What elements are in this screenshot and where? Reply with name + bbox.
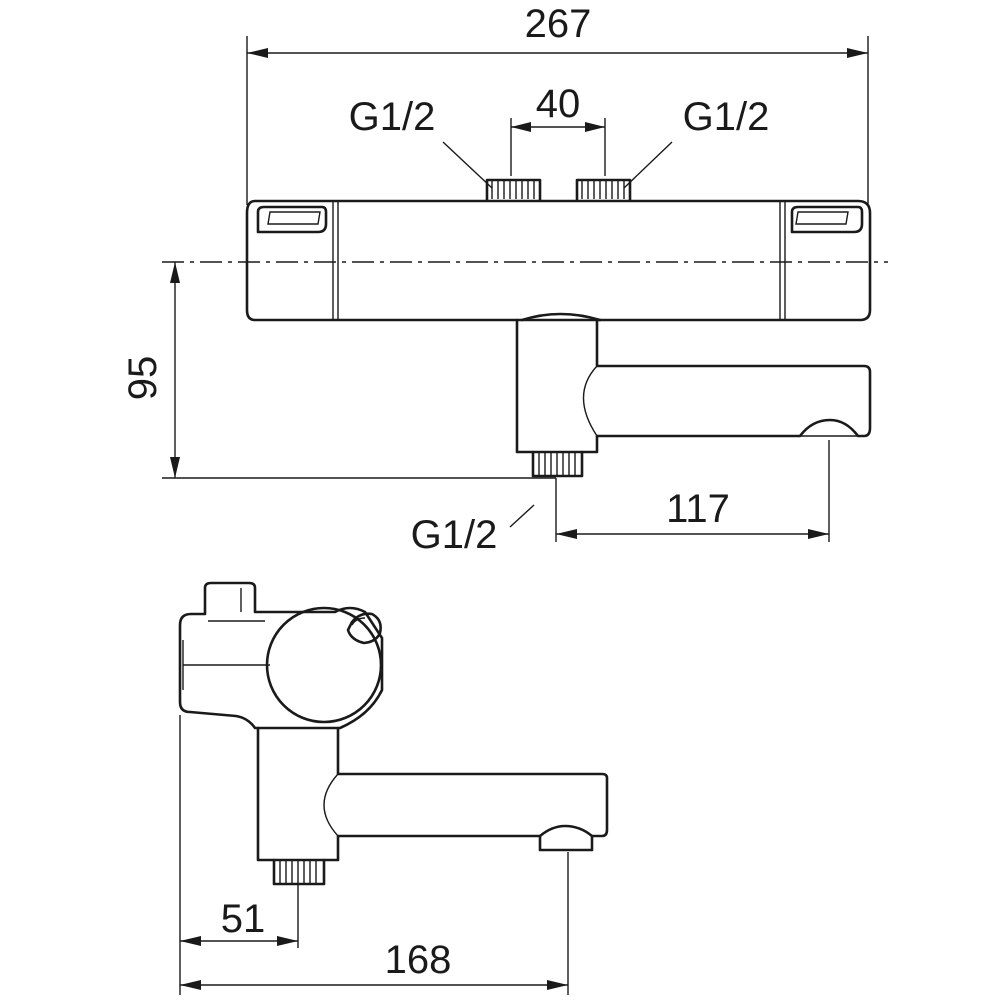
- outlet-height-label: 95: [121, 356, 165, 401]
- inlet-left-thread-label: G1/2: [349, 95, 436, 139]
- inlet-right-nipple: [575, 178, 632, 202]
- overall-depth-label: 168: [385, 938, 452, 982]
- outlet-thread-label: G1/2: [411, 513, 498, 557]
- dimension-inlet-spacing: 40: [510, 82, 606, 176]
- inlet-right-thread-label: G1/2: [683, 95, 770, 139]
- dimension-outlet-height: 95: [121, 262, 556, 479]
- outlet-depth-label: 51: [221, 897, 266, 941]
- thermostat-dial: [265, 606, 383, 724]
- dimension-spout-offset: 117: [555, 440, 830, 542]
- side-body: [178, 581, 384, 730]
- side-view: 51 168: [178, 581, 609, 995]
- outlet-thread-label-group: G1/2: [411, 504, 535, 557]
- inlet-spacing-label: 40: [536, 82, 581, 126]
- outlet-nipple: [531, 450, 584, 478]
- mixer-body: [245, 199, 872, 322]
- front-view: 267 40 G1/2 G1/2: [121, 2, 888, 557]
- overall-width-label: 267: [525, 2, 592, 46]
- dimension-outlet-depth: 51: [180, 897, 298, 946]
- inlet-left-nipple: [485, 178, 542, 202]
- side-outlet-nipple: [272, 858, 326, 886]
- spout: [515, 312, 872, 454]
- spout-offset-label: 117: [666, 487, 730, 531]
- dimension-overall-width: 267: [246, 2, 869, 205]
- side-spout: [256, 726, 609, 862]
- inlet-thread-labels: G1/2 G1/2: [349, 95, 770, 189]
- dimension-overall-depth: 168: [180, 938, 568, 990]
